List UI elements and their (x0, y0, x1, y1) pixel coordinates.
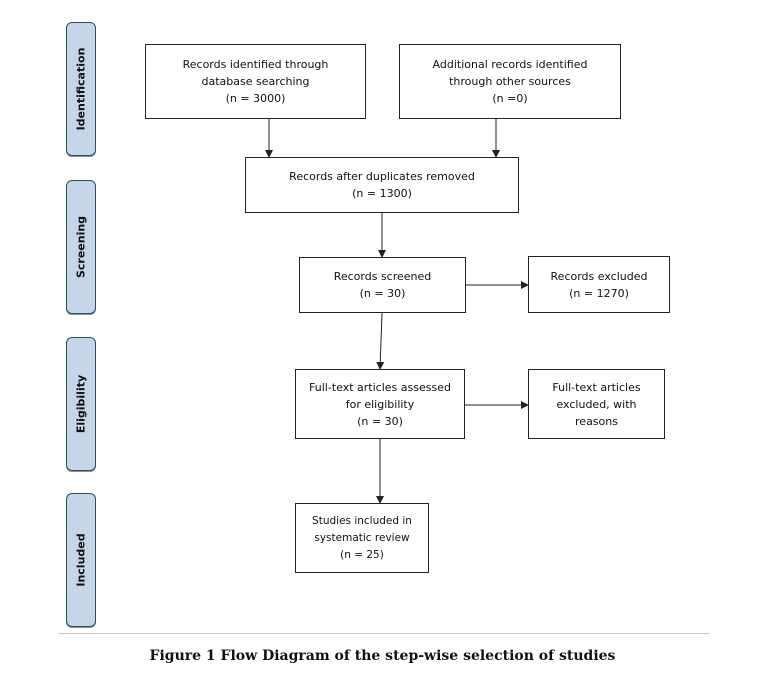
box-other-records: Additional records identified through ot… (399, 44, 621, 119)
box-line: through other sources (449, 75, 571, 88)
stage-label: Included (74, 533, 88, 587)
box-records-excluded: Records excluded (n = 1270) (528, 256, 670, 313)
box-fulltext-assessed: Full-text articles assessed for eligibil… (295, 369, 465, 439)
box-line: (n =0) (492, 92, 528, 105)
box-line: (n = 1270) (569, 286, 629, 300)
box-line: excluded, with (556, 397, 637, 411)
box-line: (n = 1300) (352, 187, 412, 200)
box-duplicates-removed: Records after duplicates removed (n = 13… (245, 157, 519, 213)
caption-divider (58, 633, 710, 634)
stage-label: Eligibility (74, 374, 88, 434)
box-line: Full-text articles (552, 380, 641, 394)
box-records-screened: Records screened (n = 30) (299, 257, 466, 313)
stage-included: Included (66, 493, 96, 627)
box-database-records: Records identified through database sear… (145, 44, 366, 119)
box-line: (n = 25) (340, 548, 384, 561)
stage-label: Identification (74, 47, 88, 131)
box-line: Studies included in (312, 514, 412, 527)
box-line: Records excluded (550, 269, 648, 283)
box-line: Full-text articles assessed (309, 380, 451, 394)
box-line: Additional records identified (432, 58, 588, 71)
box-line: (n = 30) (359, 287, 406, 300)
box-line: Records after duplicates removed (289, 170, 475, 183)
box-line: reasons (575, 414, 618, 428)
stage-screening: Screening (66, 180, 96, 314)
stage-eligibility: Eligibility (66, 337, 96, 471)
stage-label: Screening (74, 215, 88, 279)
box-line: (n = 3000) (225, 92, 286, 105)
box-line: for eligibility (345, 397, 415, 411)
box-fulltext-excluded: Full-text articles excluded, with reason… (528, 369, 665, 439)
box-line: (n = 30) (357, 414, 403, 428)
box-line: database searching (201, 75, 310, 88)
box-line: Records identified through (182, 58, 329, 71)
box-studies-included: Studies included in systematic review (n… (295, 503, 429, 573)
box-line: Records screened (333, 270, 432, 283)
arrow-screened-to-fulltext (376, 312, 385, 370)
figure-caption: Figure 1 Flow Diagram of the step-wise s… (149, 648, 616, 664)
stage-identification: Identification (66, 22, 96, 156)
box-line: systematic review (314, 531, 410, 544)
